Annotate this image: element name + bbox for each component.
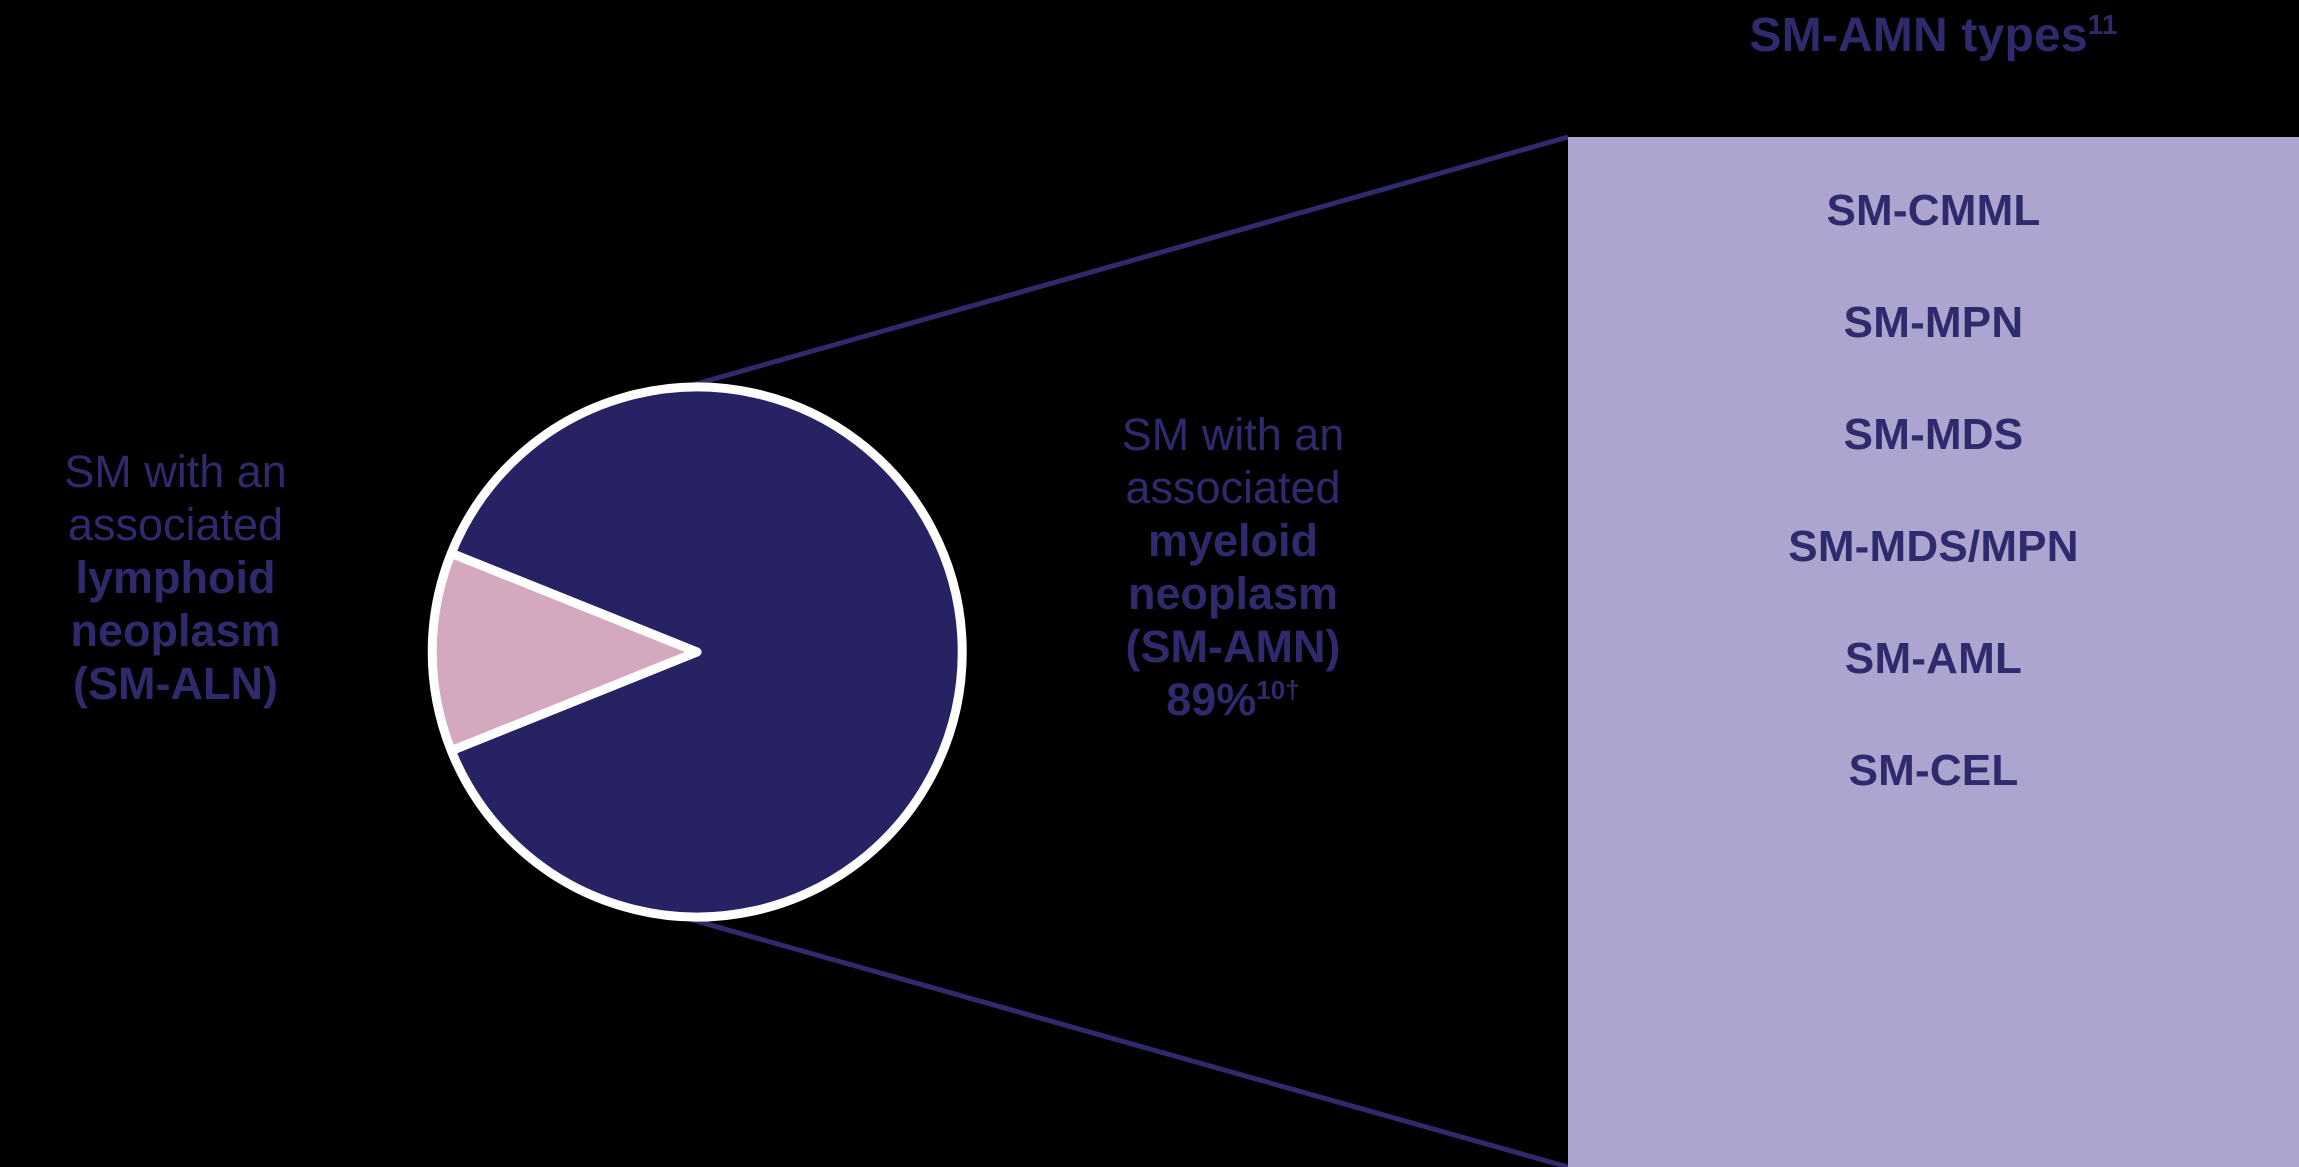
connector-line-top [681, 134, 1569, 391]
sm-amn-line-4: neoplasm [1127, 568, 1339, 620]
pie-label-sm-amn: SM with an associated myeloid neoplasm (… [1018, 408, 1448, 727]
panel-item-sm-mds: SM-MDS [1843, 410, 2024, 459]
panel-title: SM-AMN types11 [1568, 8, 2299, 63]
sm-amn-types-panel: SM-CMML SM-MPN SM-MDS SM-MDS/MPN SM-AML … [1568, 137, 2299, 1167]
sm-aln-line-5: (SM-ALN) [73, 658, 278, 710]
sm-aln-line-4: neoplasm [70, 605, 281, 657]
sm-amn-line-1: SM with an [1121, 409, 1345, 460]
sm-amn-percent-footnote: 10† [1256, 675, 1300, 706]
sm-aln-line-2: associated [67, 499, 284, 551]
sm-amn-line-3: myeloid [1147, 515, 1319, 567]
panel-item-sm-aml: SM-AML [1844, 634, 2023, 683]
sm-amn-line-2: associated [1125, 462, 1341, 514]
sm-aln-line-3: lymphoid [75, 552, 276, 604]
sm-amn-percent-number: 89% [1166, 674, 1257, 726]
panel-title-footnote: 11 [2087, 9, 2118, 40]
sm-amn-line-5: (SM-AMN) [1125, 621, 1341, 673]
panel-item-sm-cel: SM-CEL [1848, 746, 2019, 795]
panel-item-sm-mds-mpn: SM-MDS/MPN [1788, 522, 2079, 571]
panel-title-text: SM-AMN types [1749, 9, 2088, 62]
pie-label-sm-aln: SM with an associated lymphoid neoplasm … [0, 445, 373, 710]
pie-slice-sm-aln [427, 548, 702, 756]
pie-slice-sm-amn [446, 382, 967, 922]
panel-item-sm-mpn: SM-MPN [1843, 298, 2024, 347]
sm-aln-line-1: SM with an [64, 446, 287, 497]
panel-item-sm-cmml: SM-CMML [1826, 186, 2041, 235]
sm-amn-percent-value: 89%10† [1018, 673, 1448, 726]
connector-line-bottom [681, 914, 1569, 1167]
